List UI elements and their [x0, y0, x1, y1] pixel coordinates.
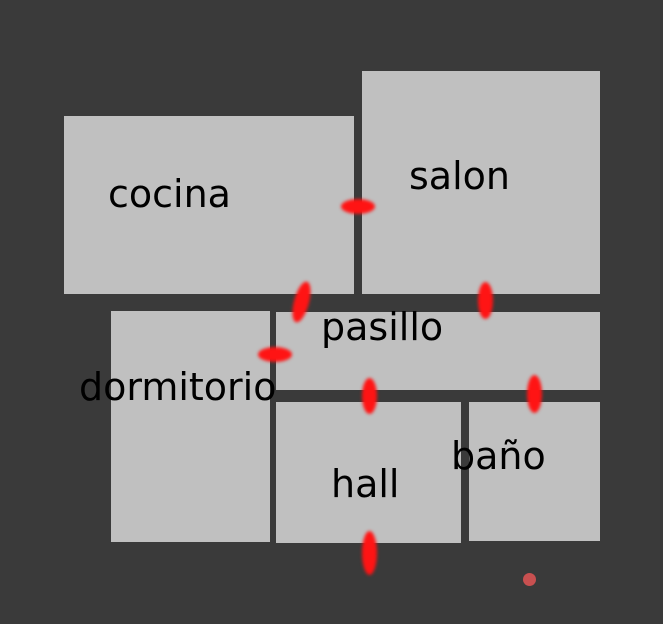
label-hall: hall	[331, 462, 400, 506]
room-salon	[362, 71, 600, 294]
room-dormitorio	[111, 311, 270, 542]
door-cocina-salon	[341, 199, 375, 214]
room-cocina	[64, 116, 354, 294]
door-pasillo-hall	[362, 378, 377, 414]
label-dormitorio: dormitorio	[79, 365, 277, 409]
label-bano: baño	[451, 434, 546, 478]
door-pasillo-bano	[527, 375, 542, 413]
door-dormitorio-pasillo	[258, 347, 292, 362]
label-cocina: cocina	[108, 172, 231, 216]
label-pasillo: pasillo	[321, 305, 444, 349]
room-pasillo	[276, 312, 600, 390]
label-salon: salon	[409, 154, 510, 198]
room-bano	[469, 402, 600, 541]
room-hall	[276, 402, 461, 543]
door-salon-pasillo	[478, 282, 493, 319]
door-hall-exit	[362, 531, 377, 575]
position-marker	[523, 573, 536, 586]
